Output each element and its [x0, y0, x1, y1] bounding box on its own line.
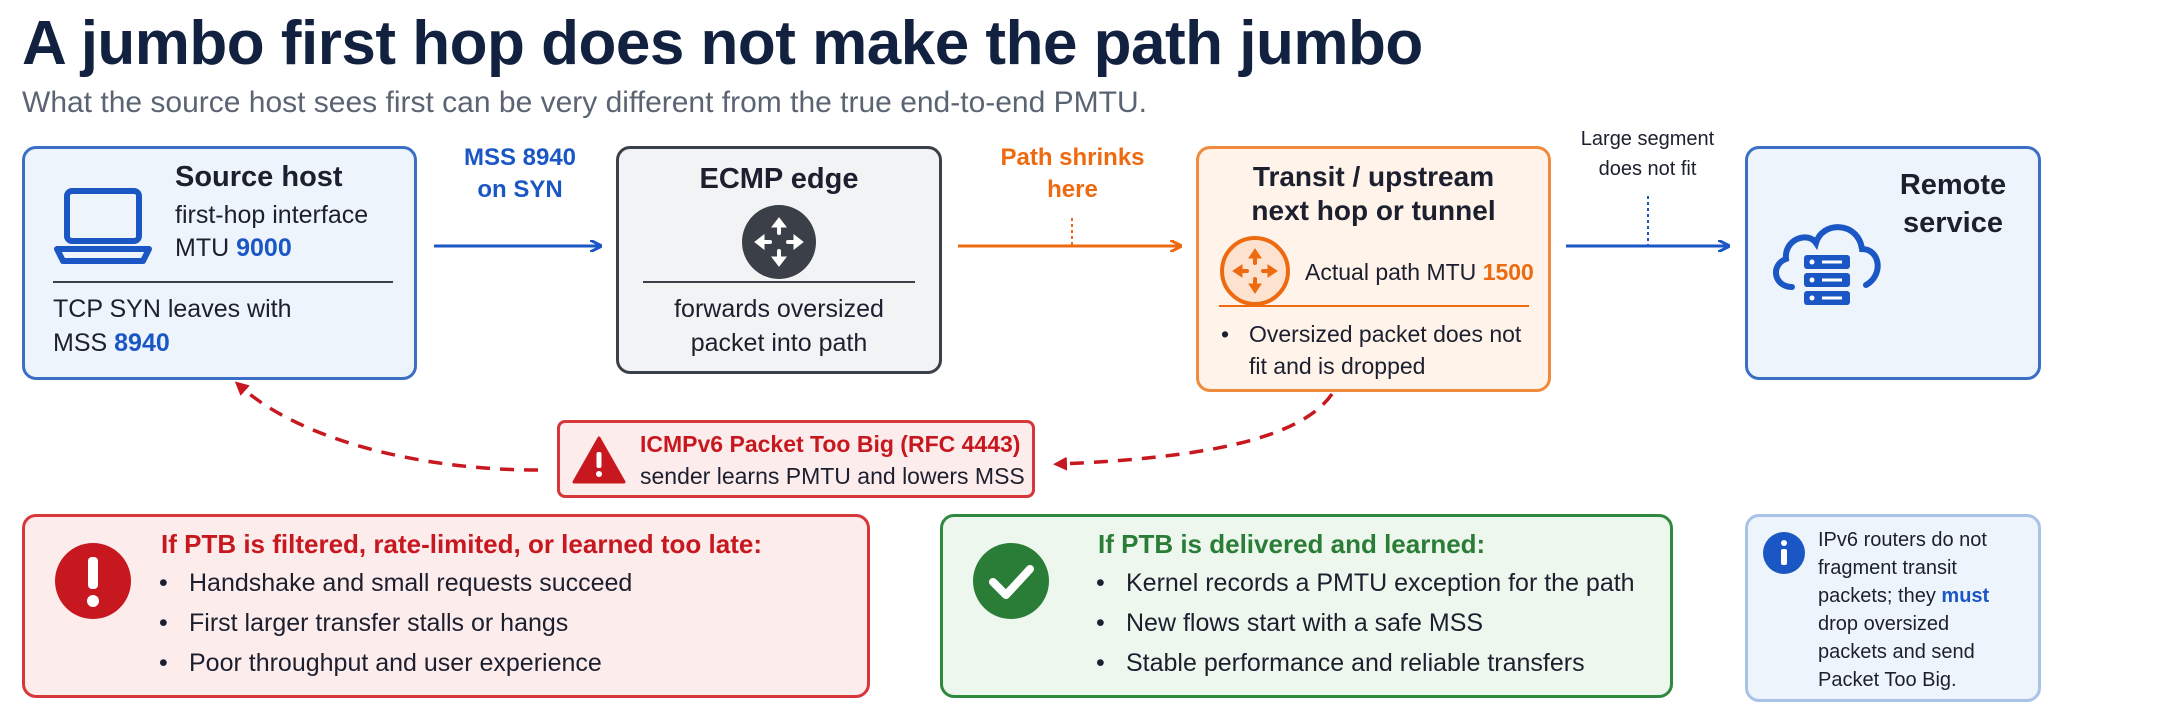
- info-line3-text: packets; they: [1818, 585, 1936, 607]
- info-line4: drop oversized: [1818, 613, 1950, 635]
- page-title: A jumbo first hop does not make the path…: [22, 9, 1423, 78]
- failure-item: Handshake and small requests succeed: [159, 569, 632, 598]
- orange-router-icon: [1220, 236, 1290, 306]
- success-item: New flows start with a safe MSS: [1096, 609, 1483, 638]
- success-box: If PTB is delivered and learned: Kernel …: [940, 514, 1673, 698]
- ecmp-divider: [643, 281, 915, 283]
- transit-bullet-line2: fit and is dropped: [1249, 353, 1426, 379]
- ecmp-line2: packet into path: [690, 329, 868, 357]
- source-host-box: Source host first-hop interface MTU 9000…: [22, 146, 417, 380]
- mtu-value: 9000: [236, 234, 292, 262]
- syn-line: TCP SYN leaves with: [53, 295, 292, 323]
- source-host-mtu: MTU 9000: [175, 234, 292, 263]
- info-must: must: [1941, 585, 1990, 607]
- mss-value: 8940: [114, 329, 170, 357]
- checkmark-icon: [973, 543, 1049, 619]
- success-heading: If PTB is delivered and learned:: [1098, 529, 1486, 559]
- pmtu-label: Actual path MTU: [1305, 259, 1477, 285]
- transit-divider: [1219, 305, 1529, 307]
- ecmp-line1: forwards oversized: [674, 295, 884, 323]
- arrow1-label-line2: on SYN: [477, 176, 563, 203]
- failure-box: If PTB is filtered, rate-limited, or lea…: [22, 514, 870, 698]
- info-icon: [1763, 532, 1805, 574]
- info-line5: packets and send: [1818, 641, 1975, 663]
- icmp-ptb-box: ICMPv6 Packet Too Big (RFC 4443) sender …: [557, 420, 1035, 498]
- arrow3-label-line1: Large segment: [1580, 128, 1715, 150]
- transit-pmtu: Actual path MTU 1500: [1305, 259, 1534, 286]
- transit-heading-line1: Transit / upstream: [1252, 161, 1495, 192]
- failure-item: First larger transfer stalls or hangs: [159, 609, 568, 638]
- source-host-divider: [53, 281, 393, 283]
- cloud-server-icon: [1773, 224, 1881, 305]
- mtu-label: MTU: [175, 234, 230, 262]
- info-box: IPv6 routers do not fragment transit pac…: [1745, 514, 2041, 702]
- pmtu-value: 1500: [1482, 259, 1534, 285]
- transit-box: Transit / upstream next hop or tunnel Ac…: [1196, 146, 1551, 392]
- transit-bullet-dot: •: [1221, 321, 1230, 347]
- arrow2-label-line2: here: [1047, 176, 1098, 203]
- info-line2: fragment transit: [1818, 557, 1957, 579]
- icmp-return-arrow-left: [234, 381, 539, 472]
- remote-line1: Remote: [1899, 169, 2007, 201]
- ecmp-edge-box: ECMP edge forwards oversized packet into…: [616, 146, 942, 374]
- laptop-icon: [54, 188, 152, 264]
- arrow3-label-line2: does not fit: [1598, 158, 1697, 180]
- transit-bullet-line1: Oversized packet does not: [1249, 321, 1522, 347]
- icmp-line2: sender learns PMTU and lowers MSS: [640, 463, 1025, 489]
- mss-label: MSS: [53, 329, 108, 357]
- info-line1: IPv6 routers do not: [1818, 529, 1987, 551]
- info-line3: packets; they must: [1818, 585, 1989, 608]
- failure-heading: If PTB is filtered, rate-limited, or lea…: [161, 529, 762, 559]
- icmp-return-arrow-right: [1053, 392, 1334, 471]
- router-icon: [742, 205, 816, 279]
- source-host-line1: first-hop interface: [175, 201, 369, 229]
- success-item: Kernel records a PMTU exception for the …: [1096, 569, 1635, 598]
- source-host-heading: Source host: [175, 161, 343, 193]
- success-item: Stable performance and reliable transfer…: [1096, 649, 1585, 678]
- ecmp-heading: ECMP edge: [699, 163, 859, 195]
- arrow1-label-line1: MSS 8940: [463, 144, 577, 171]
- icmp-heading: ICMPv6 Packet Too Big (RFC 4443): [640, 431, 1021, 457]
- remote-service-box: Remote service: [1745, 146, 2041, 380]
- source-host-mss: MSS 8940: [53, 329, 170, 358]
- warning-icon: [572, 436, 626, 484]
- info-line6: Packet Too Big.: [1818, 669, 1957, 691]
- transit-heading-line2: next hop or tunnel: [1251, 195, 1496, 226]
- failure-item: Poor throughput and user experience: [159, 649, 602, 678]
- exclamation-icon: [55, 543, 131, 619]
- remote-line2: service: [1903, 207, 2003, 239]
- page-subtitle: What the source host sees first can be v…: [22, 86, 1147, 119]
- arrow2-label-line1: Path shrinks: [1000, 144, 1145, 171]
